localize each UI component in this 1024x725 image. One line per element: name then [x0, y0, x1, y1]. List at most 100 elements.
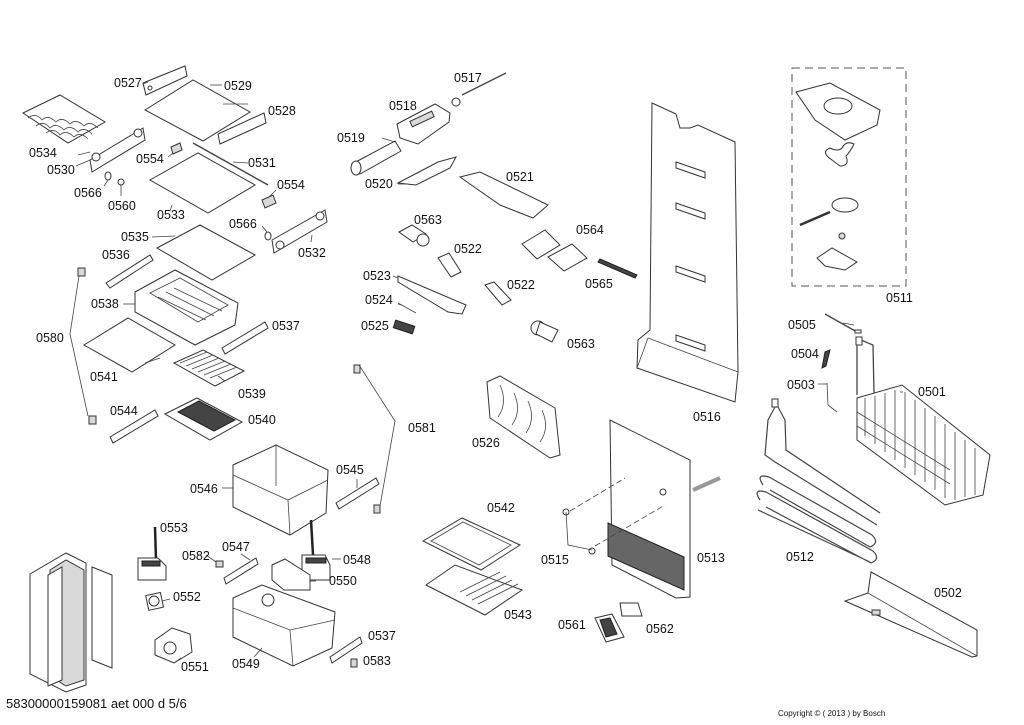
part-0540-grille[interactable] — [163, 397, 244, 441]
label-0528[interactable]: 0528 — [268, 104, 296, 118]
part-0581-clip[interactable] — [353, 364, 361, 374]
part-0526-cover[interactable] — [486, 375, 561, 459]
part-0519-tube[interactable] — [350, 140, 402, 176]
part-0513-fan-cover[interactable] — [607, 419, 721, 599]
label-0518[interactable]: 0518 — [389, 99, 417, 113]
label-0553[interactable]: 0553 — [160, 521, 188, 535]
label-0582[interactable]: 0582 — [182, 549, 210, 563]
label-0548[interactable]: 0548 — [343, 553, 371, 567]
label-0534[interactable]: 0534 — [29, 146, 57, 160]
label-0535[interactable]: 0535 — [121, 230, 149, 244]
part-0563-lamp-holder[interactable] — [398, 224, 430, 247]
label-0542[interactable]: 0542 — [487, 501, 515, 515]
label-0523[interactable]: 0523 — [363, 269, 391, 283]
part-0504-clip[interactable] — [821, 349, 831, 369]
part-0512-heater[interactable] — [756, 398, 881, 564]
label-0583[interactable]: 0583 — [363, 654, 391, 668]
label-0560[interactable]: 0560 — [108, 199, 136, 213]
part-0528-bracket[interactable] — [217, 112, 267, 145]
label-0536[interactable]: 0536 — [102, 248, 130, 262]
part-0517-sensor-wire[interactable] — [451, 72, 507, 107]
part-0582-clip[interactable] — [215, 560, 224, 568]
label-0532[interactable]: 0532 — [298, 246, 326, 260]
part-0560-ring[interactable] — [117, 178, 125, 186]
part-0503-sensor[interactable] — [826, 382, 838, 413]
label-0551[interactable]: 0551 — [181, 660, 209, 674]
part-0539-grille[interactable] — [172, 349, 246, 387]
label-0511[interactable]: 0511 — [886, 291, 913, 305]
part-0548-module[interactable] — [301, 519, 331, 581]
part-0580-pin[interactable] — [77, 267, 86, 277]
label-0503[interactable]: 0503 — [787, 378, 815, 392]
label-0517[interactable]: 0517 — [454, 71, 482, 85]
label-0537-2[interactable]: 0537 — [368, 629, 396, 643]
part-0580-pin-2[interactable] — [88, 415, 97, 425]
part-0565-cable[interactable] — [597, 258, 638, 279]
part-0511-fan-kit[interactable] — [795, 82, 881, 271]
part-0564-pads[interactable] — [521, 229, 588, 272]
label-0524[interactable]: 0524 — [365, 293, 393, 307]
label-0550[interactable]: 0550 — [329, 574, 357, 588]
part-0501-evaporator[interactable] — [855, 336, 991, 506]
label-0525[interactable]: 0525 — [361, 319, 389, 333]
label-0580[interactable]: 0580 — [36, 331, 64, 345]
label-0527[interactable]: 0527 — [114, 76, 142, 90]
label-0540[interactable]: 0540 — [248, 413, 276, 427]
part-0527-bracket[interactable] — [142, 65, 188, 96]
part-0562-cap[interactable] — [619, 602, 643, 617]
label-0544[interactable]: 0544 — [110, 404, 138, 418]
label-0538[interactable]: 0538 — [91, 297, 119, 311]
label-0529[interactable]: 0529 — [224, 79, 252, 93]
part-0532-rail[interactable] — [271, 209, 328, 254]
part-0551-fan-housing[interactable] — [154, 627, 193, 664]
label-0566-2[interactable]: 0566 — [229, 217, 257, 231]
label-0501[interactable]: 0501 — [918, 385, 946, 399]
label-0515[interactable]: 0515 — [541, 553, 569, 567]
label-0520[interactable]: 0520 — [365, 177, 393, 191]
part-0523-diffuser[interactable] — [397, 275, 467, 315]
label-0545[interactable]: 0545 — [336, 463, 364, 477]
label-0513[interactable]: 0513 — [697, 551, 725, 565]
label-0564[interactable]: 0564 — [576, 223, 604, 237]
label-0543[interactable]: 0543 — [504, 608, 532, 622]
part-0544-rail[interactable] — [109, 409, 159, 444]
part-0566-washer[interactable] — [104, 171, 112, 181]
part-0522-bulb[interactable] — [437, 252, 462, 278]
label-0549[interactable]: 0549 — [232, 657, 260, 671]
part-0520-tray[interactable] — [396, 156, 458, 186]
label-0519[interactable]: 0519 — [337, 131, 365, 145]
label-0537[interactable]: 0537 — [272, 319, 300, 333]
part-0525-connector[interactable] — [392, 319, 416, 335]
label-0530[interactable]: 0530 — [47, 163, 75, 177]
label-0521[interactable]: 0521 — [506, 170, 534, 184]
label-0512[interactable]: 0512 — [786, 550, 814, 564]
part-0583-clip[interactable] — [350, 658, 358, 668]
part-0547-rail[interactable] — [223, 557, 259, 585]
part-0541-glass[interactable] — [83, 317, 176, 373]
part-0505-sensor[interactable] — [824, 313, 862, 334]
label-0565[interactable]: 0565 — [585, 277, 613, 291]
part-0546-bin[interactable] — [232, 444, 329, 536]
label-0522[interactable]: 0522 — [454, 242, 482, 256]
part-0542-frame[interactable] — [421, 517, 522, 571]
part-0516-duct-panel[interactable] — [636, 102, 739, 403]
part-0534-wine-rack[interactable] — [21, 94, 106, 144]
part-0550-cover[interactable] — [271, 558, 311, 591]
label-0531[interactable]: 0531 — [248, 156, 276, 170]
part-0535-shelf[interactable] — [155, 224, 257, 281]
label-0554[interactable]: 0554 — [136, 152, 164, 166]
part-0522-bulb-2[interactable] — [484, 281, 512, 306]
label-0561[interactable]: 0561 — [558, 618, 586, 632]
part-0521-bracket[interactable] — [458, 171, 549, 219]
part-0543-grille[interactable] — [425, 564, 524, 616]
label-0581[interactable]: 0581 — [408, 421, 436, 435]
part-0581-clip-2[interactable] — [373, 504, 381, 514]
label-0526[interactable]: 0526 — [472, 436, 500, 450]
label-0541[interactable]: 0541 — [90, 370, 118, 384]
label-0563[interactable]: 0563 — [414, 213, 442, 227]
part-0531-rod[interactable] — [192, 142, 269, 186]
label-0505[interactable]: 0505 — [788, 318, 816, 332]
part-0502-drain-tray[interactable] — [843, 571, 978, 658]
part-0561-connector[interactable] — [594, 613, 625, 643]
part-0552-fan[interactable] — [145, 591, 165, 611]
